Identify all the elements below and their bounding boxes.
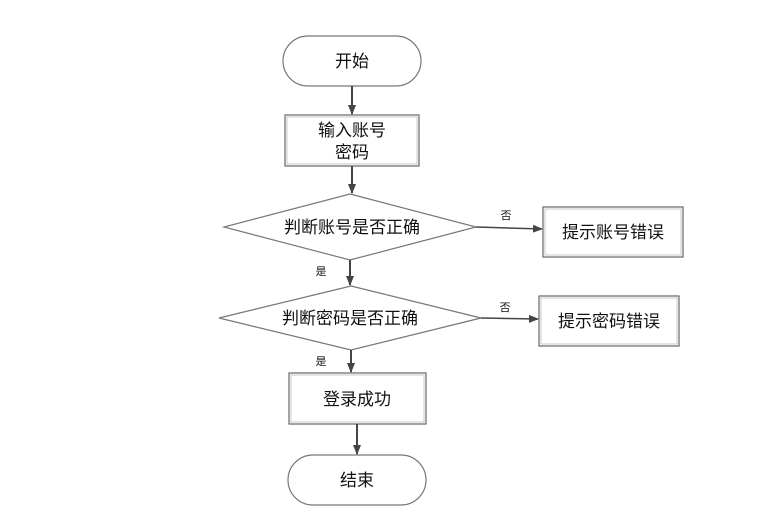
end-node: 结束 bbox=[287, 454, 427, 506]
check-account-label: 判断账号是否正确 bbox=[284, 218, 420, 238]
check-account-node: 判断账号是否正确 bbox=[221, 193, 479, 261]
success-node: 登录成功 bbox=[288, 372, 427, 425]
check-password-label: 判断密码是否正确 bbox=[282, 309, 418, 329]
password-error-label: 提示密码错误 bbox=[558, 312, 660, 332]
account-yes-label: 是 bbox=[316, 265, 327, 278]
account-error-label: 提示账号错误 bbox=[562, 223, 664, 243]
account-error-node: 提示账号错误 bbox=[542, 206, 684, 258]
input-node: 输入账号 密码 bbox=[284, 114, 420, 167]
input-label-line2: 密码 bbox=[335, 143, 369, 163]
arrow-account-no bbox=[475, 224, 543, 233]
password-error-node: 提示密码错误 bbox=[538, 295, 680, 347]
start-label: 开始 bbox=[335, 52, 369, 72]
success-label: 登录成功 bbox=[323, 390, 391, 410]
input-label-line1: 输入账号 bbox=[318, 121, 386, 141]
check-password-node: 判断密码是否正确 bbox=[218, 285, 482, 351]
end-label: 结束 bbox=[340, 471, 374, 491]
start-node: 开始 bbox=[282, 35, 422, 87]
password-yes-label: 是 bbox=[316, 355, 327, 368]
password-no-label: 否 bbox=[500, 301, 511, 314]
arrow-password-no bbox=[480, 314, 539, 323]
account-no-label: 否 bbox=[501, 209, 512, 222]
